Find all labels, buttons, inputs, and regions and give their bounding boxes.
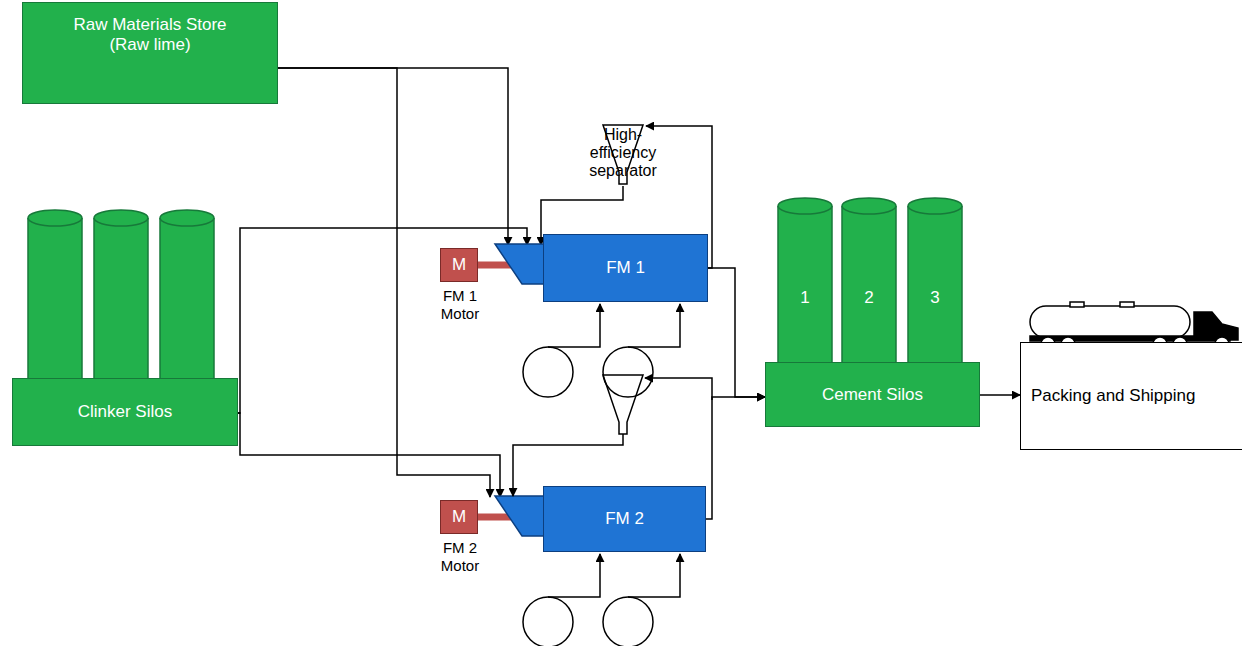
node-text: Cement Silos [822, 385, 923, 405]
cylinder-top [842, 198, 896, 214]
silo-cylinder: 2 [842, 196, 896, 368]
cylinder-body [908, 206, 962, 368]
silo-cylinder: 1 [778, 196, 832, 368]
node-text: FM 2 [605, 509, 644, 529]
cylinder-shape [908, 196, 962, 368]
cylinder-body [842, 206, 896, 368]
tank-dome [1070, 302, 1084, 307]
flow-line [278, 68, 490, 497]
cylinder-shape [842, 196, 896, 368]
flow-line [980, 394, 1020, 396]
node-text: Packing and Shipping [1031, 386, 1195, 406]
flow-line [708, 268, 765, 397]
silo-top [28, 210, 82, 226]
node-text: High-efficiency separator [589, 126, 657, 180]
fan-casing [603, 597, 653, 646]
separator: High-efficiency separator [600, 120, 646, 186]
node-label: FM 2 Motor [427, 539, 493, 575]
node-text: 2 [864, 288, 873, 308]
tank-dome [1120, 302, 1134, 307]
silo-body [28, 218, 82, 386]
silo-body [160, 218, 214, 386]
node-text: Raw Materials Store (Raw lime) [65, 15, 235, 55]
cylinder-body [778, 206, 832, 368]
flow-line [278, 68, 508, 245]
motor-box: MFM 2 Motor [440, 500, 478, 534]
node-text: FM 1 [606, 258, 645, 278]
truck-tank [1030, 306, 1190, 338]
shipping-area: Packing and Shipping [1020, 342, 1242, 450]
flow-line [238, 413, 500, 497]
silo-body [94, 218, 148, 386]
silo-cylinder: 3 [908, 196, 962, 368]
fan-casing [523, 597, 573, 646]
node-label: FM 1 Motor [427, 287, 493, 323]
feed-hopper [495, 496, 545, 536]
fan-casing [523, 347, 573, 397]
cylinder-top [778, 198, 832, 214]
node-text: M [452, 507, 466, 527]
flow-line [706, 397, 765, 519]
silo-base-box: Cement Silos [765, 362, 980, 427]
mill-box: FM 2 [543, 486, 706, 552]
fan-casing [603, 347, 653, 397]
silo-base-box: Clinker Silos [12, 378, 238, 446]
node-text: M [452, 255, 466, 275]
node-text: 3 [930, 288, 939, 308]
feed-hopper [495, 244, 545, 284]
store-box: Raw Materials Store (Raw lime) [22, 2, 278, 104]
separator-feed-line [645, 378, 712, 400]
fan-outlet [628, 554, 680, 597]
fan-outlet [548, 304, 600, 347]
node-text: Clinker Silos [78, 402, 172, 422]
motor-box: MFM 1 Motor [440, 248, 478, 282]
clinker-silo [28, 210, 214, 386]
cylinder-top [908, 198, 962, 214]
silo-top [160, 210, 214, 226]
node-text: 1 [800, 288, 809, 308]
fan-outlet [628, 304, 680, 347]
fan-outlet [548, 554, 600, 597]
truck-cab [1194, 312, 1238, 340]
silo-top [94, 210, 148, 226]
fan [523, 554, 680, 646]
cylinder-shape [778, 196, 832, 368]
flow-line [238, 228, 527, 413]
separator-cone [603, 375, 643, 434]
fan [523, 304, 680, 397]
mill-box: FM 1 [543, 234, 708, 302]
